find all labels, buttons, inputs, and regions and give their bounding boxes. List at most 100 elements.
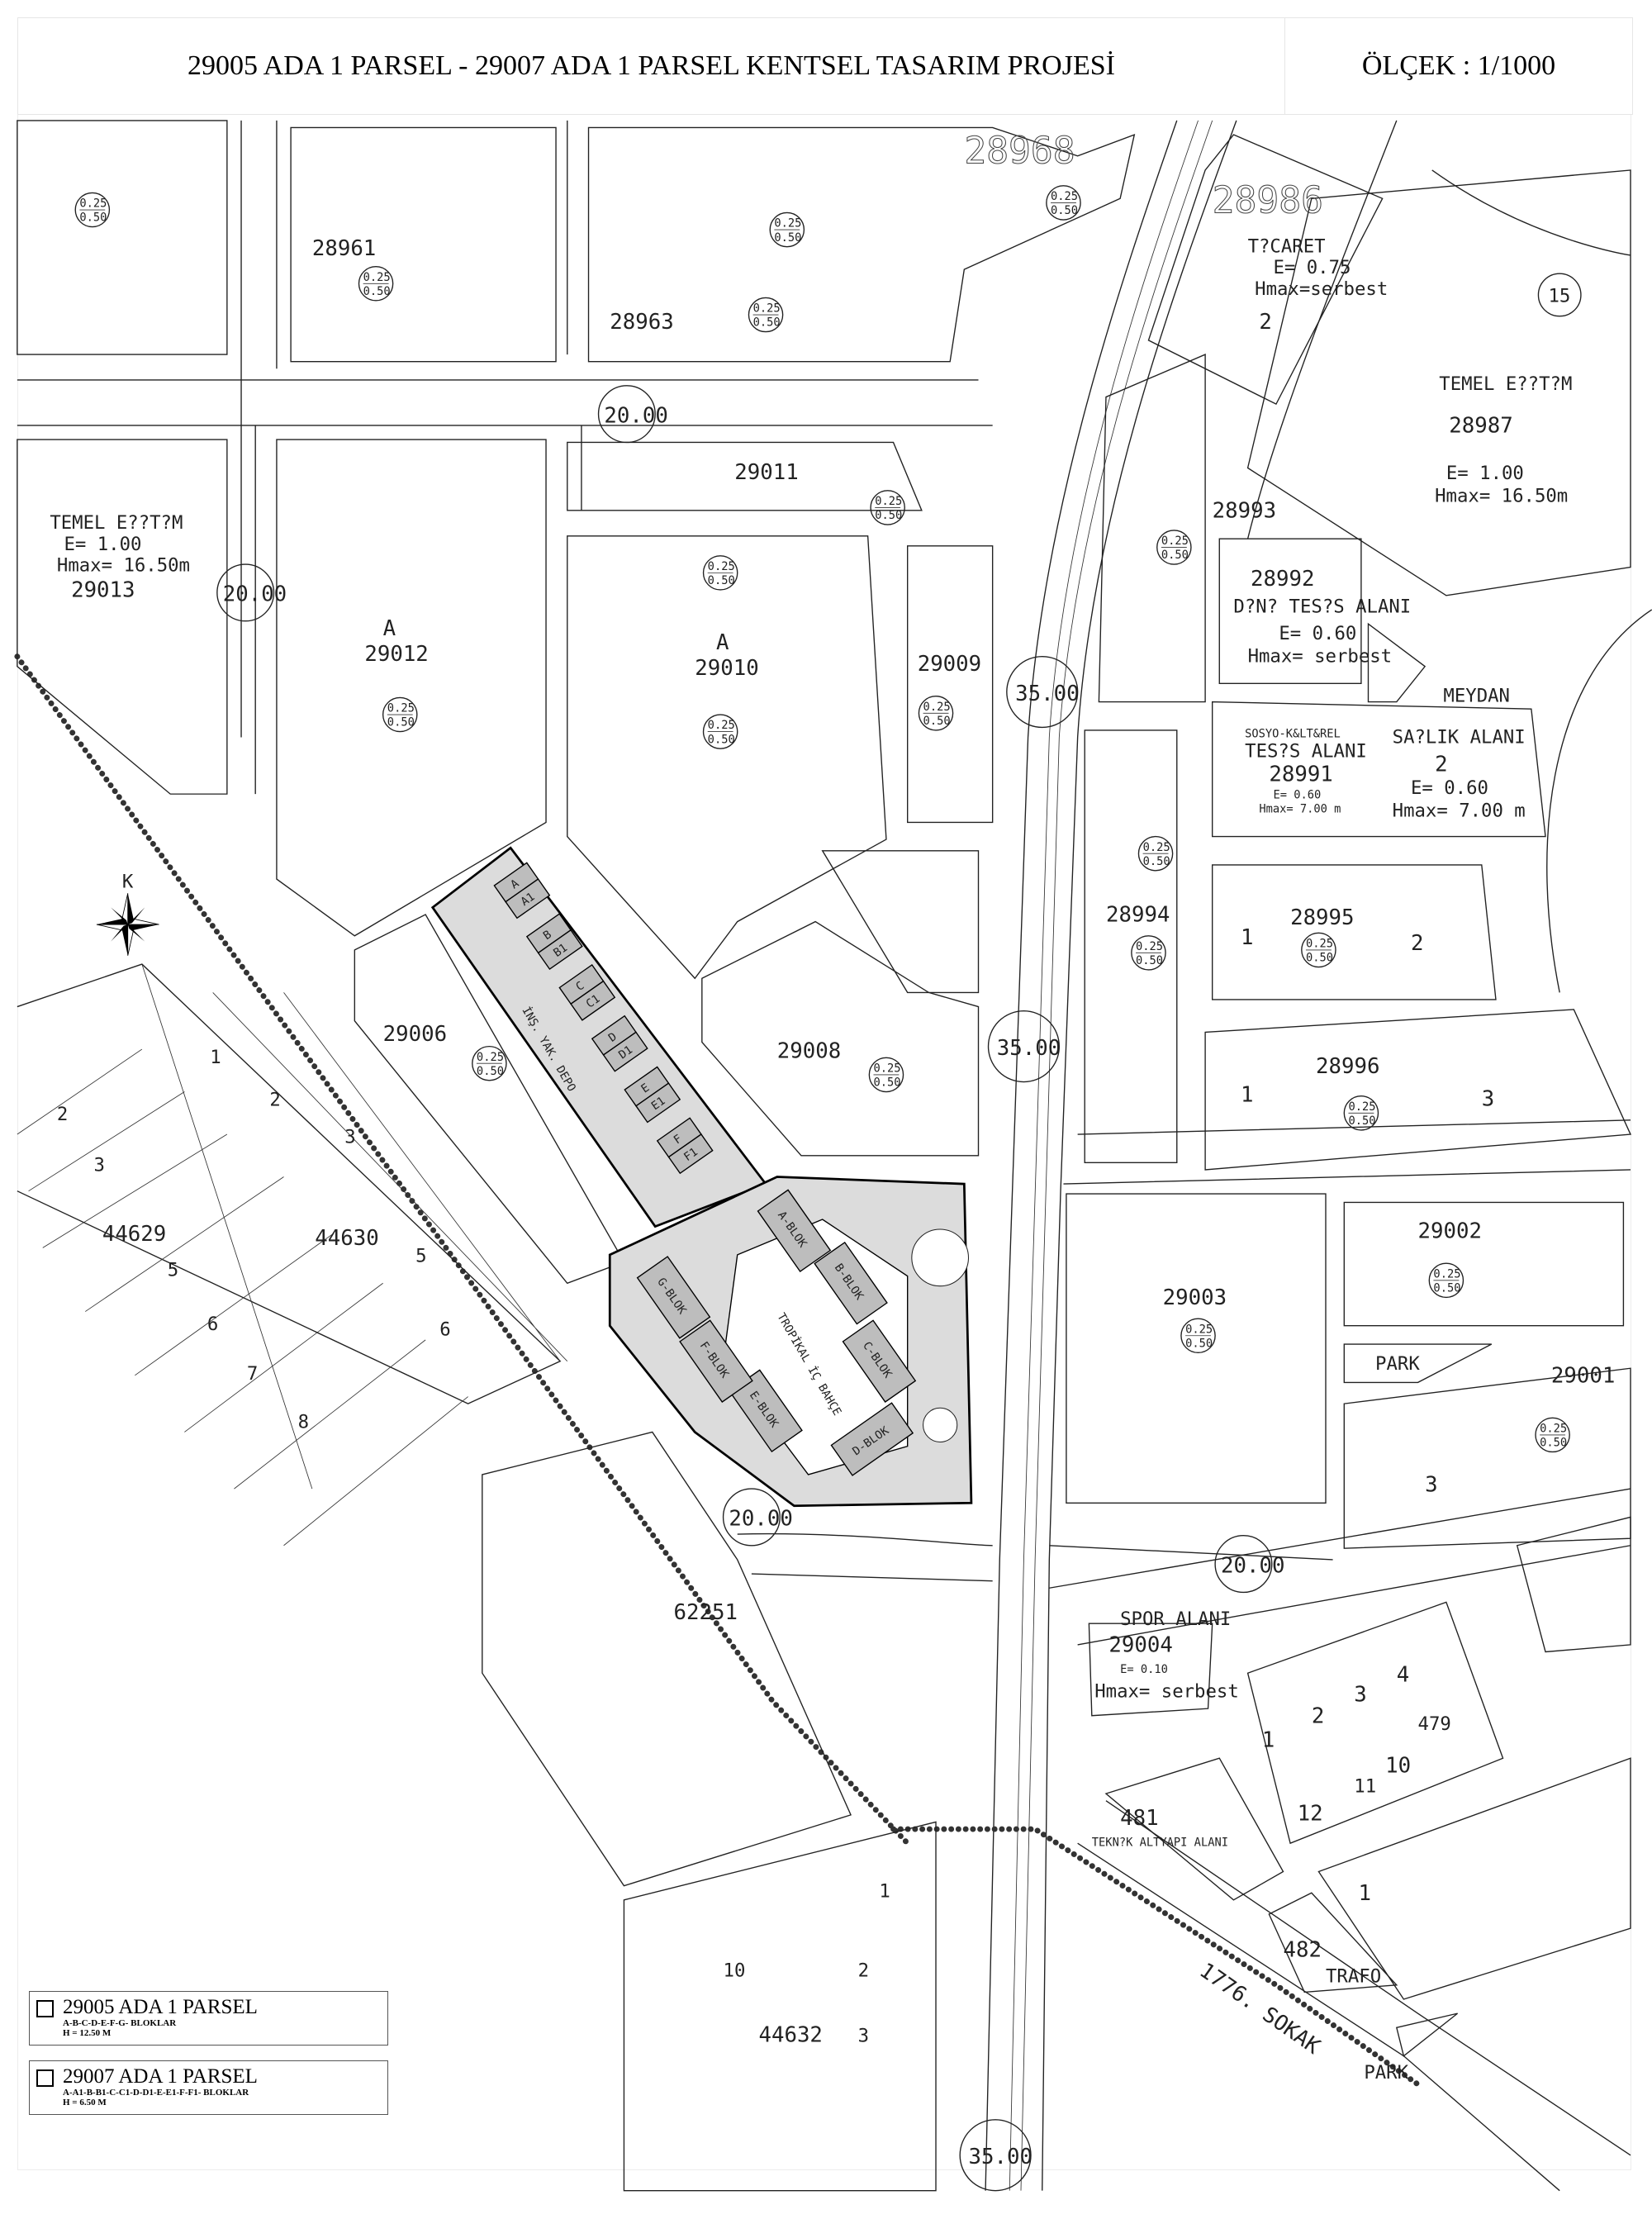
parcel-number: 29012 — [364, 642, 428, 667]
parcel-number: 29010 — [695, 656, 758, 681]
density-marker: 0.250.50 — [472, 1045, 507, 1081]
parcel-number: 2 — [1435, 753, 1447, 777]
parcel-number: 3 — [1482, 1087, 1495, 1112]
density-far: 0.25 — [477, 1051, 504, 1064]
parcel-number: 29013 — [71, 578, 135, 603]
coefficient: E= 0.10 — [1120, 1663, 1168, 1676]
road-width-label: 35.00 — [1015, 682, 1079, 706]
density-marker: 0.250.50 — [1301, 932, 1336, 968]
parcel-number: 28994 — [1106, 903, 1170, 928]
density-far: 0.25 — [1348, 1100, 1375, 1114]
lot-number: 5 — [415, 1246, 426, 1267]
density-far: 0.25 — [774, 217, 801, 230]
density-marker: 0.250.50 — [1156, 530, 1192, 565]
parcel-number: 3 — [1425, 1473, 1438, 1498]
density-far: 0.25 — [387, 702, 415, 715]
parcel-number: 29006 — [383, 1022, 447, 1047]
parcel-number: 28995 — [1290, 905, 1354, 930]
density-taks: 0.50 — [923, 715, 951, 728]
land-use: SPOR ALANI — [1120, 1608, 1231, 1630]
lot-number: 6 — [439, 1319, 450, 1341]
block-label: E1 — [649, 1095, 668, 1114]
lot-number: 2 — [858, 1960, 869, 1982]
block-label: C1 — [584, 992, 603, 1011]
legend-height: H = 12.50 M — [63, 2028, 112, 2038]
density-far: 0.25 — [708, 719, 735, 732]
land-use: TEMEL E??T?M — [50, 512, 183, 534]
max-height: Hmax= serbest — [1094, 1680, 1239, 1702]
legend: 29005 ADA 1 PARSEL A-B-C-D-E-F-G- BLOKLA… — [29, 1991, 388, 2130]
parcel-number: 29003 — [1163, 1285, 1227, 1310]
legend-blocks: A-B-C-D-E-F-G- BLOKLAR — [63, 2018, 177, 2028]
density-far: 0.25 — [1433, 1267, 1460, 1281]
lot-number: 3 — [94, 1155, 105, 1176]
title-block: 29005 ADA 1 PARSEL - 29007 ADA 1 PARSEL … — [17, 17, 1633, 115]
density-taks: 0.50 — [1433, 1282, 1460, 1295]
road-width-label: 35.00 — [968, 2145, 1032, 2169]
land-use: TRAFO — [1326, 1965, 1381, 1987]
density-far: 0.25 — [1161, 535, 1189, 548]
density-far: 0.25 — [1185, 1323, 1213, 1336]
block-letter: A — [716, 630, 729, 655]
lot-number: 10 — [724, 1960, 746, 1982]
building-block: F-BLOK — [679, 1319, 753, 1403]
road-width-label: 20.00 — [1221, 1553, 1284, 1578]
max-height: Hmax= 16.50m — [57, 555, 190, 577]
density-far: 0.25 — [753, 302, 781, 316]
lot-number: 3 — [344, 1126, 355, 1148]
lot-number: 5 — [168, 1260, 178, 1281]
lot-number: 2 — [269, 1090, 280, 1111]
parcel-number: 28991 — [1269, 763, 1332, 787]
parcel-number: 2 — [1259, 310, 1272, 335]
lot-number: 8 — [298, 1411, 309, 1433]
coefficient: E= 0.60 — [1279, 623, 1356, 644]
parcel-number: 1 — [1262, 1727, 1275, 1752]
coefficient: E= 1.00 — [1446, 463, 1524, 484]
parcel-number: 29009 — [918, 652, 981, 677]
left-lots — [17, 963, 568, 1547]
lot-number: 6 — [207, 1314, 218, 1335]
apartment-blocks: A-BLOKB-BLOKC-BLOKD-BLOKE-BLOKF-BLOKG-BL… — [636, 1189, 917, 1476]
legend-blocks: A-A1-B-B1-C-C1-D-D1-E-E1-F-F1- BLOKLAR — [63, 2088, 249, 2098]
legend-height: H = 6.50 M — [63, 2098, 107, 2107]
density-taks: 0.50 — [1143, 855, 1170, 868]
parcel-number: 12 — [1298, 1802, 1323, 1827]
block-letter: A — [383, 616, 396, 641]
land-use: SOSYO-K&LT&REL — [1245, 727, 1341, 740]
legend-title: 29005 ADA 1 PARSEL — [63, 1996, 258, 2018]
density-marker: 0.250.50 — [870, 490, 905, 525]
building-block: B-BLOK — [814, 1241, 888, 1325]
density-taks: 0.50 — [708, 574, 735, 587]
parcel-number: 28963 — [610, 310, 673, 335]
block-label: F1 — [681, 1145, 700, 1164]
density-taks: 0.50 — [873, 1076, 900, 1090]
lot-number: 3 — [858, 2025, 869, 2046]
density-taks: 0.50 — [875, 509, 902, 522]
density-marker: 0.250.50 — [702, 555, 738, 591]
roads — [17, 120, 1652, 2192]
railway — [14, 653, 1421, 2088]
parcel-number: 29002 — [1418, 1219, 1482, 1243]
legend-swatch — [36, 2000, 54, 2017]
density-far: 0.25 — [873, 1062, 900, 1076]
density-taks: 0.50 — [477, 1065, 504, 1078]
parcel-number: 481 — [1120, 1806, 1158, 1831]
parcel-number: 28992 — [1251, 567, 1314, 592]
lot-number: 1 — [210, 1047, 221, 1068]
coefficient: E= 1.00 — [64, 534, 141, 555]
density-marker: 0.250.50 — [358, 265, 394, 302]
parcel-number: 4 — [1397, 1663, 1409, 1688]
building-block: G-BLOK — [636, 1256, 711, 1339]
street-name: 1776. SOKAK — [1195, 1958, 1325, 2060]
parcel-number: 28968 — [964, 129, 1075, 172]
density-far: 0.25 — [923, 701, 951, 714]
density-taks: 0.50 — [1161, 549, 1189, 562]
density-marker: 0.250.50 — [702, 714, 738, 749]
parcel-labels: 28961 28963 28968 28986 T?CARET E= 0.75 … — [50, 129, 1615, 2084]
density-taks: 0.50 — [79, 211, 107, 225]
land-use: TES?S ALANI — [1245, 741, 1367, 763]
density-far: 0.25 — [1306, 937, 1333, 950]
main-avenue — [985, 120, 1237, 2191]
